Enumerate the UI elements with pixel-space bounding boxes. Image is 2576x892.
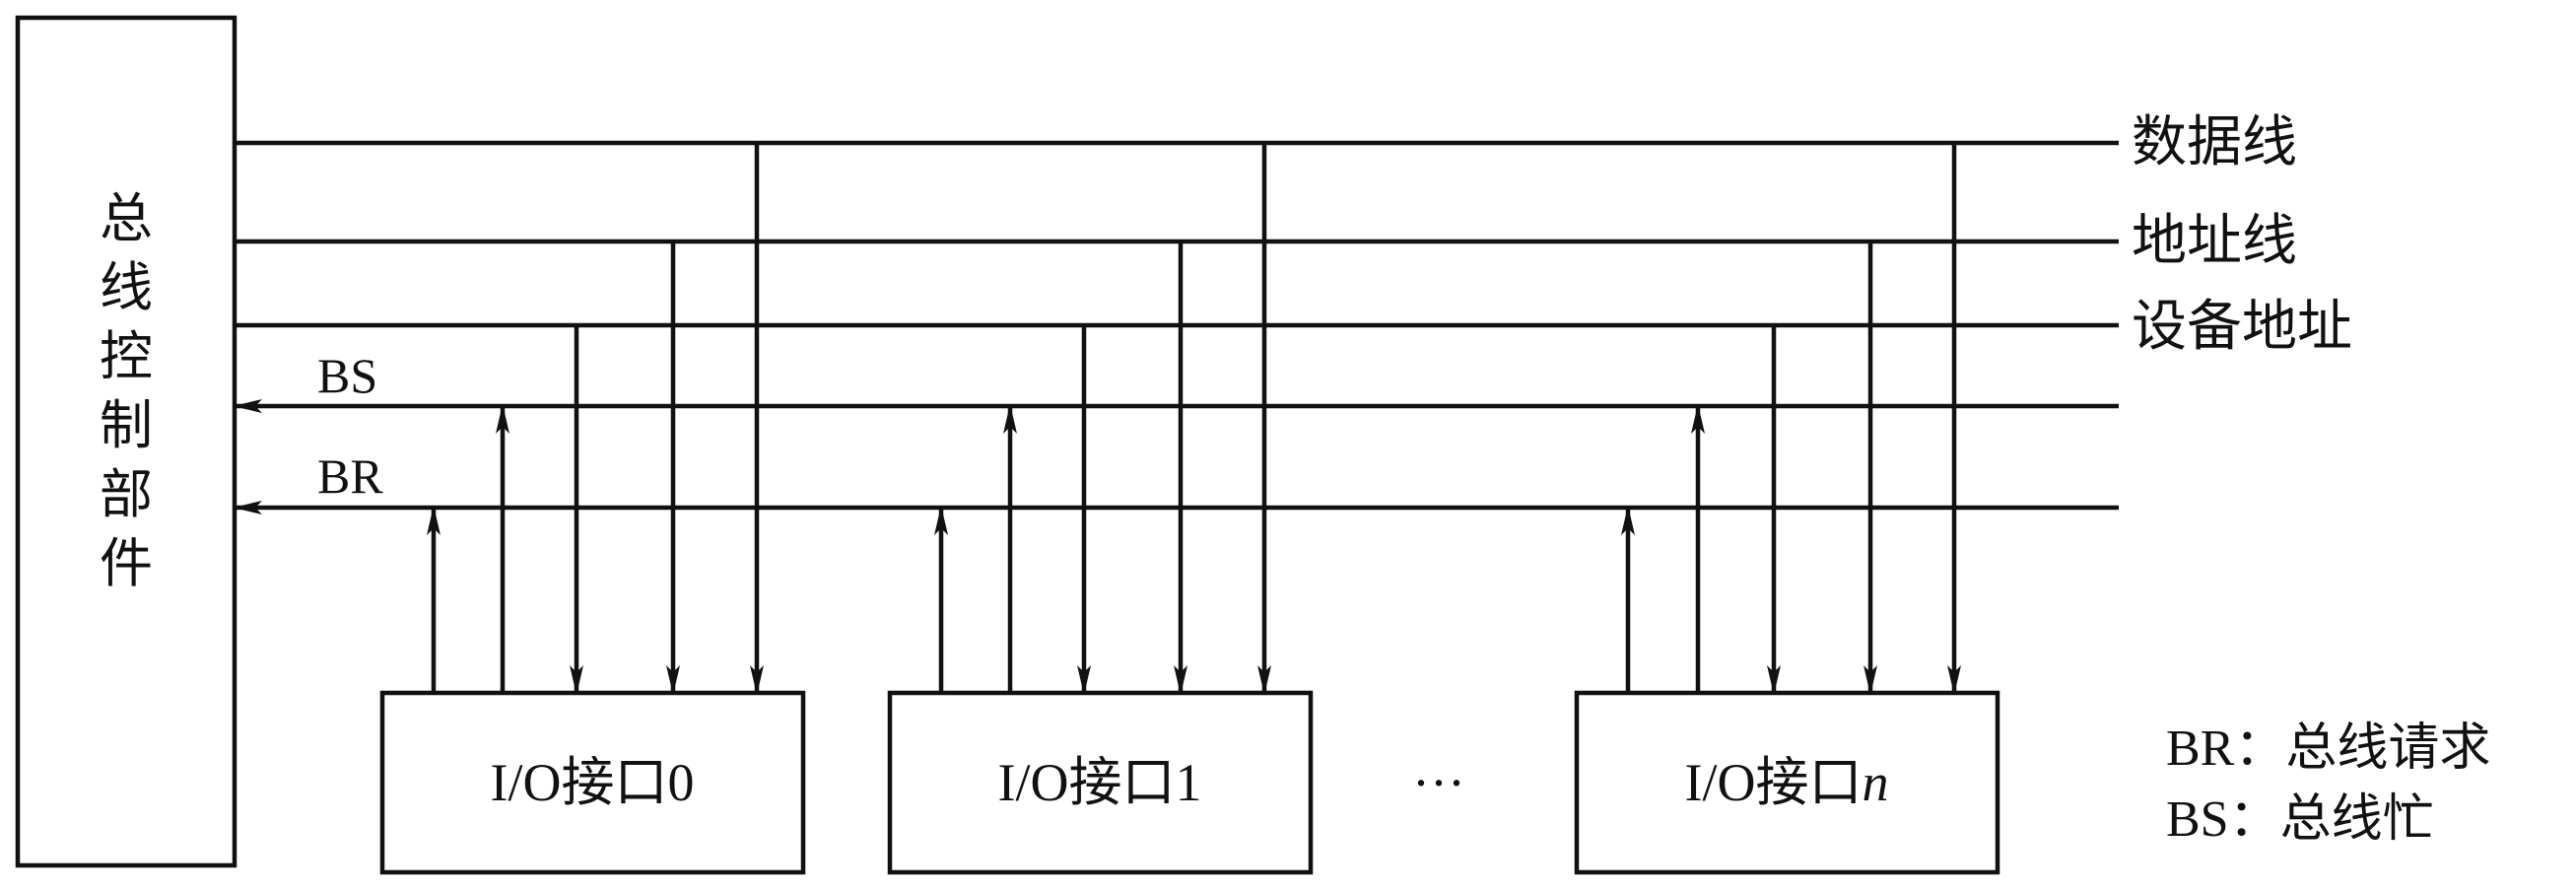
io-interface-box	[1574, 690, 2000, 875]
io-interface-box	[887, 690, 1314, 875]
controller-char: 件	[100, 534, 153, 593]
controller-char: 制	[100, 396, 153, 455]
address-bus-label: 地址线	[2132, 211, 2297, 272]
io-interface-1: I/O接口1	[887, 143, 1314, 875]
controller-char: 部	[100, 465, 153, 524]
io-interface-box	[379, 690, 806, 875]
bus-controller-box	[15, 15, 237, 868]
br-label: BR	[317, 448, 383, 504]
io-interface-label: I/O接口1	[998, 753, 1202, 812]
data-bus-label: 数据线	[2132, 112, 2297, 173]
controller-char: 控	[100, 327, 153, 386]
legend-bs: BS：总线忙	[2166, 791, 2434, 848]
device-address-label: 设备地址	[2132, 297, 2352, 358]
controller-char: 总	[100, 189, 153, 248]
io-interface-n: I/O接口n	[1574, 143, 2000, 875]
controller-char: 线	[100, 258, 153, 317]
bs-label: BS	[317, 348, 377, 403]
bus-controller-label: 总 线 控 制 部 件	[100, 189, 153, 593]
io-interface-label: I/O接口0	[491, 753, 695, 812]
io-interface-label: I/O接口n	[1685, 753, 1889, 812]
legend-br: BR：总线请求	[2166, 720, 2490, 777]
io-interface-0: I/O接口0	[379, 143, 806, 875]
interface-ellipsis: ···	[1412, 753, 1465, 812]
